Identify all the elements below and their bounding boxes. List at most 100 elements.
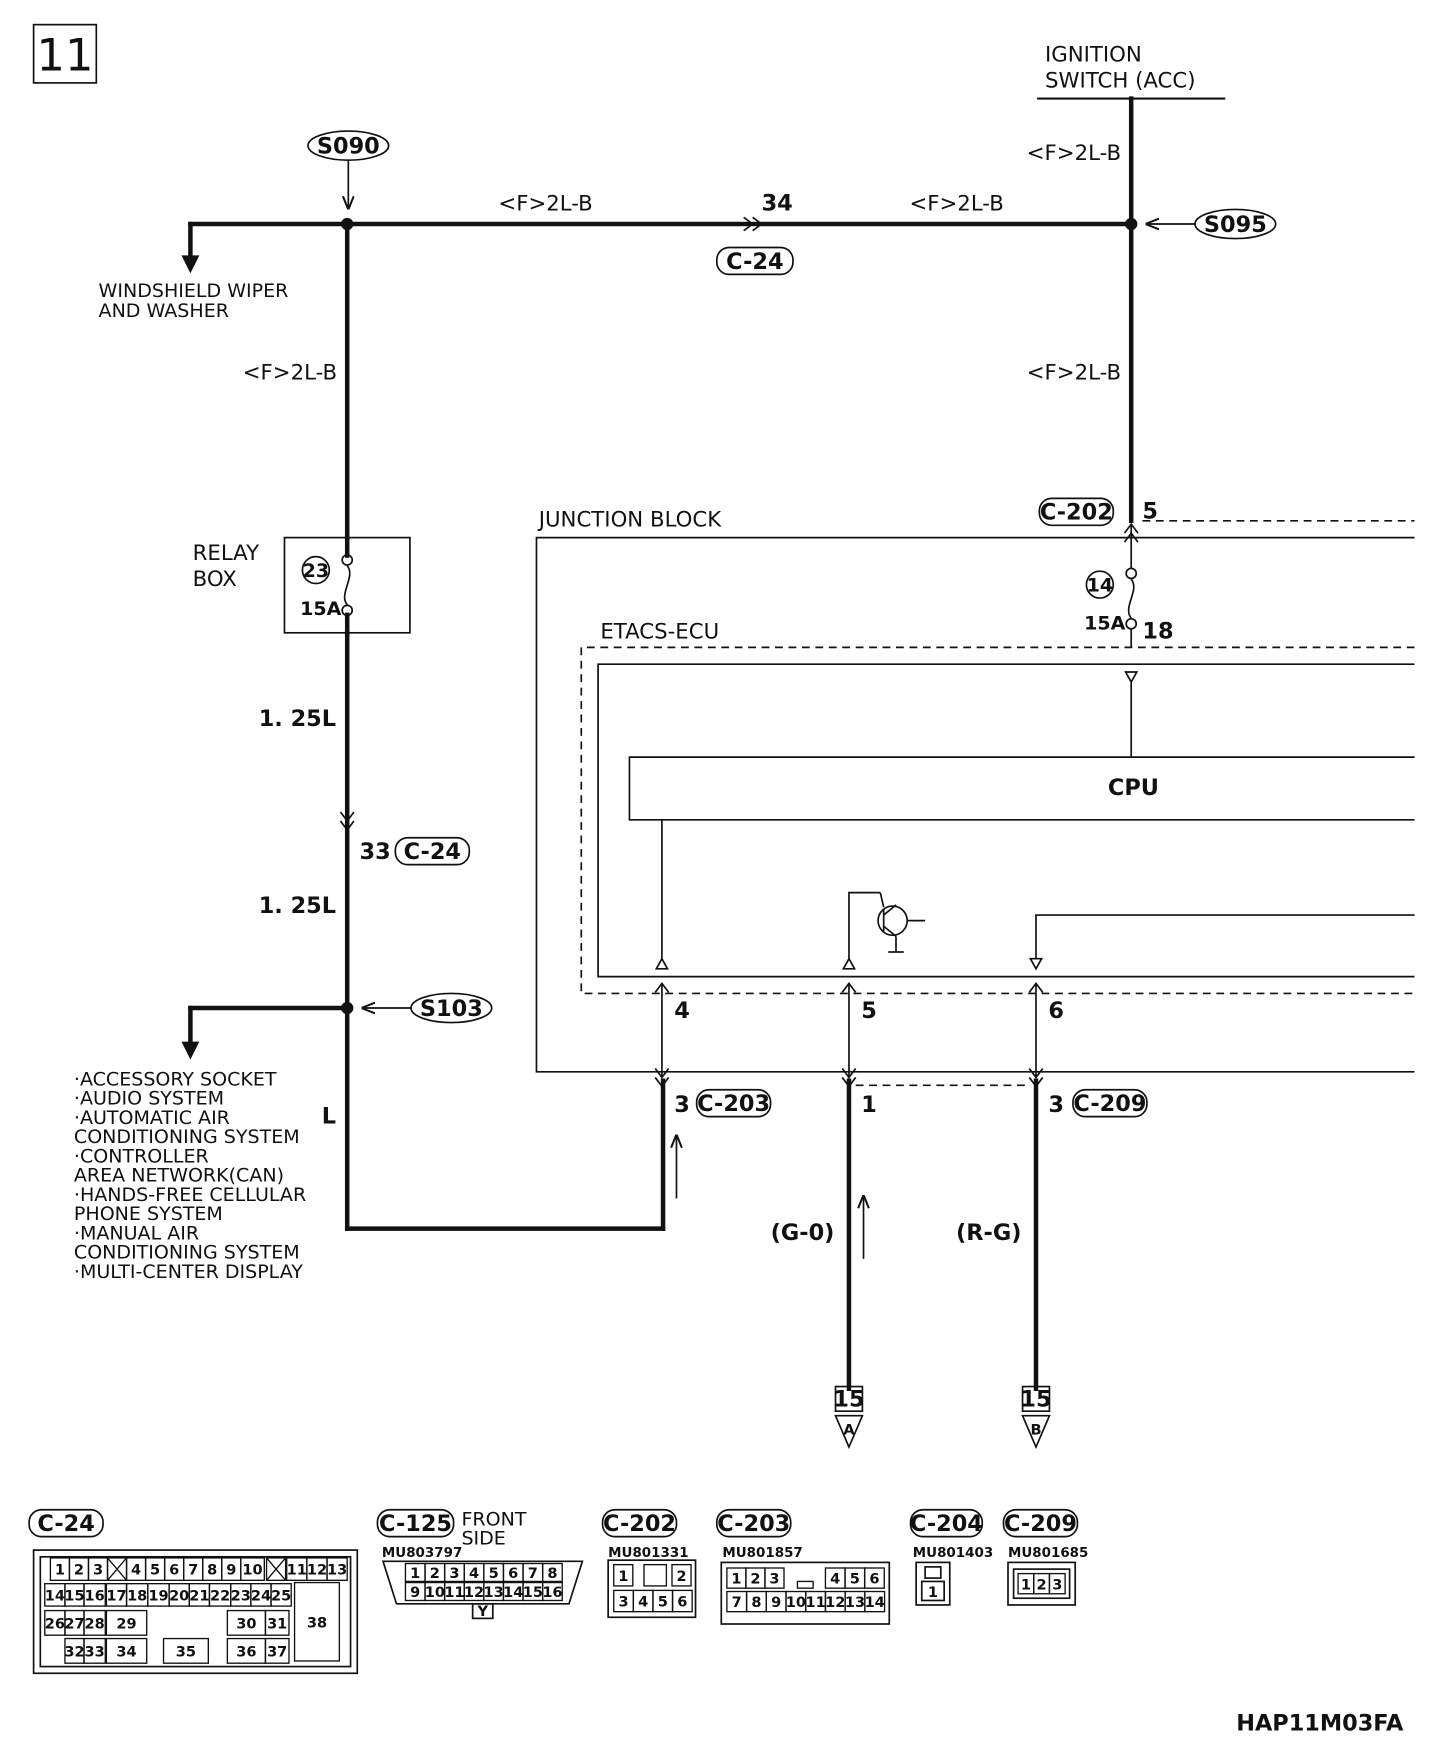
connector-view-c24-pin: 4: [131, 1562, 141, 1579]
splice-s090-label: S090: [317, 133, 380, 159]
page-number-badge: 11: [32, 23, 98, 84]
connector-view-c203-pin: 2: [750, 1571, 760, 1588]
connector-view-c24-pin: 32: [64, 1643, 84, 1660]
connector-view-c24-pin: 21: [189, 1587, 209, 1604]
connector-view-c203-pin: 13: [845, 1594, 865, 1611]
connector-view-c125-pin: 1: [410, 1565, 420, 1582]
connector-view-c125-pin: 12: [464, 1584, 484, 1601]
connector-view-c24-pin: 20: [169, 1587, 189, 1604]
connector-view-c24-pin: 34: [116, 1643, 136, 1660]
connector-view-c125-pin: 5: [489, 1565, 499, 1582]
connector-view-c24-pin: 30: [236, 1615, 256, 1632]
connector-view-c24-pin: 5: [150, 1562, 160, 1579]
connector-view-c203-pin: 8: [751, 1594, 761, 1611]
connector-view-c203-pin: 12: [825, 1594, 845, 1611]
connector-view-c202-pin: 1: [618, 1568, 628, 1585]
continuation-a: 15 A: [833, 1385, 865, 1450]
junction-block: JUNCTION BLOCK C-202 5 14 15A 18: [535, 497, 1415, 1073]
accessory-list-item: CONDITIONING SYSTEM: [74, 1126, 300, 1148]
flow-arrows: [676, 1136, 863, 1259]
relay-fuse-number: 23: [303, 560, 329, 582]
splice-s090: S090: [307, 130, 390, 208]
continuation-b-letter: B: [1030, 1422, 1041, 1439]
splice-s095: S095: [1147, 208, 1277, 240]
splice-s103: S103: [363, 992, 493, 1024]
connector-view-c125-pin: 14: [503, 1584, 523, 1601]
wiper-label-line2: AND WASHER: [99, 300, 229, 322]
connector-view-c209-pin: 1: [1021, 1576, 1031, 1593]
wire-label-top-right: <F>2L-B: [909, 192, 1003, 217]
connector-view-c125-note-line2: SIDE: [461, 1527, 505, 1549]
connector-view-c24-pin: 18: [127, 1587, 147, 1604]
connector-view-c204: C-204 MU801403 1: [909, 1508, 993, 1606]
cpu-label: CPU: [1108, 775, 1159, 801]
wire-label-right-lower: <F>2L-B: [1027, 361, 1121, 386]
relay-box: RELAY BOX 23 15A: [193, 535, 411, 636]
accessory-list-item: ·AUTOMATIC AIR: [74, 1107, 230, 1129]
connector-c24-mid-ref: C-24: [404, 839, 461, 865]
connector-view-c203-pin: 9: [771, 1594, 781, 1611]
connector-view-c125-pin: 8: [547, 1565, 557, 1582]
connector-view-c203-pin: 1: [731, 1571, 741, 1588]
connector-c203-pin: 3: [674, 1092, 690, 1118]
connector-view-c24-pin: 28: [85, 1615, 105, 1632]
connector-view-c203-pin: 7: [732, 1594, 742, 1611]
connector-view-c24-pin: 24: [251, 1587, 271, 1604]
connector-view-c24-pin: 22: [210, 1587, 230, 1604]
connector-view-c203-pin: 5: [850, 1571, 860, 1588]
connector-view-c24-pin: 14: [45, 1587, 65, 1604]
splice-dots: [341, 217, 1138, 1015]
connector-view-c202-ref: C-202: [603, 1511, 676, 1537]
connector-view-c24-pin: 16: [85, 1587, 105, 1604]
wire-label-left-vertical: <F>2L-B: [243, 361, 337, 386]
connector-c24-pin33: 33 C-24: [339, 811, 471, 866]
connector-c209-pin: 3: [1048, 1092, 1064, 1118]
connector-view-c24-pin: 27: [64, 1615, 84, 1632]
connector-c1-pin: 1: [861, 1092, 877, 1118]
continuation-a-page: 15: [833, 1387, 864, 1413]
connector-c202-pin: 5: [1142, 499, 1158, 525]
wire-label-relay-out-1: 1. 25L: [259, 706, 336, 732]
connector-view-c203-pin: 3: [769, 1571, 779, 1588]
connector-view-c24-pin: 33: [85, 1643, 105, 1660]
connector-view-c202-pin: 3: [618, 1594, 628, 1611]
accessory-list-item: AREA NETWORK(CAN): [74, 1165, 284, 1187]
ecu-pin-6: 6: [1048, 998, 1064, 1024]
connector-view-c202-pin: 4: [638, 1594, 648, 1611]
connector-view-c204-part: MU801403: [913, 1546, 993, 1561]
splice-s095-label: S095: [1204, 212, 1267, 238]
connector-view-c24-pin: 11: [287, 1562, 307, 1579]
connector-view-c24-pin: 3: [93, 1562, 103, 1579]
wire-label-r-g: (R-G): [956, 1220, 1021, 1246]
connector-view-c203-pin: 6: [869, 1571, 879, 1588]
connector-view-c209-pin: 3: [1052, 1576, 1062, 1593]
connector-view-c204-pin-1: 1: [928, 1584, 938, 1601]
accessory-branch-list: ·ACCESSORY SOCKET·AUDIO SYSTEM·AUTOMATIC…: [74, 1068, 306, 1283]
connector-view-c209-pin: 2: [1037, 1576, 1047, 1593]
ecu-pin-5: 5: [861, 998, 877, 1024]
connector-view-c125-pin: 13: [484, 1584, 504, 1601]
junction-block-label: JUNCTION BLOCK: [537, 507, 723, 532]
connector-view-c125-color-tag: Y: [476, 1603, 488, 1620]
junction-fuse-number: 14: [1087, 574, 1113, 596]
relay-box-label-line2: BOX: [193, 567, 237, 592]
connector-view-c203-part: MU801857: [722, 1546, 802, 1561]
connector-view-c204-ref: C-204: [910, 1511, 983, 1537]
connector-view-c24-pin: 9: [226, 1562, 236, 1579]
continuation-b-page: 15: [1020, 1387, 1051, 1413]
connector-view-c203-pin: 11: [805, 1594, 825, 1611]
ecu-pin-4: 4: [674, 998, 690, 1024]
connector-view-c24-pin: 12: [307, 1562, 327, 1579]
wiper-branch-label: WINDSHIELD WIPER AND WASHER: [99, 280, 289, 322]
connector-view-c125-ref: C-125: [379, 1511, 452, 1537]
connector-view-c24-pin: 26: [45, 1615, 65, 1632]
accessory-list-item: ·AUDIO SYSTEM: [74, 1088, 224, 1110]
connector-view-c202-part: MU801331: [608, 1546, 688, 1561]
continuation-b: 15 B: [1020, 1385, 1052, 1450]
